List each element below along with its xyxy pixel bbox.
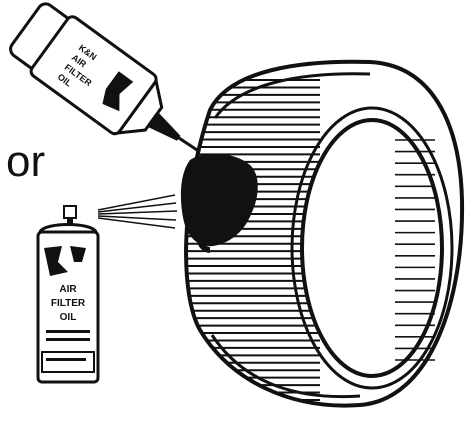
can-label-line3: OIL — [60, 312, 77, 323]
spray-mist — [98, 195, 177, 228]
separator-or: or — [6, 140, 45, 184]
oil-stream — [176, 136, 200, 152]
air-filter — [175, 62, 462, 406]
can-label-line2: FILTER — [51, 298, 86, 309]
spray-can: AIR FILTER OIL — [38, 206, 98, 382]
can-label-line1: AIR — [59, 284, 77, 295]
